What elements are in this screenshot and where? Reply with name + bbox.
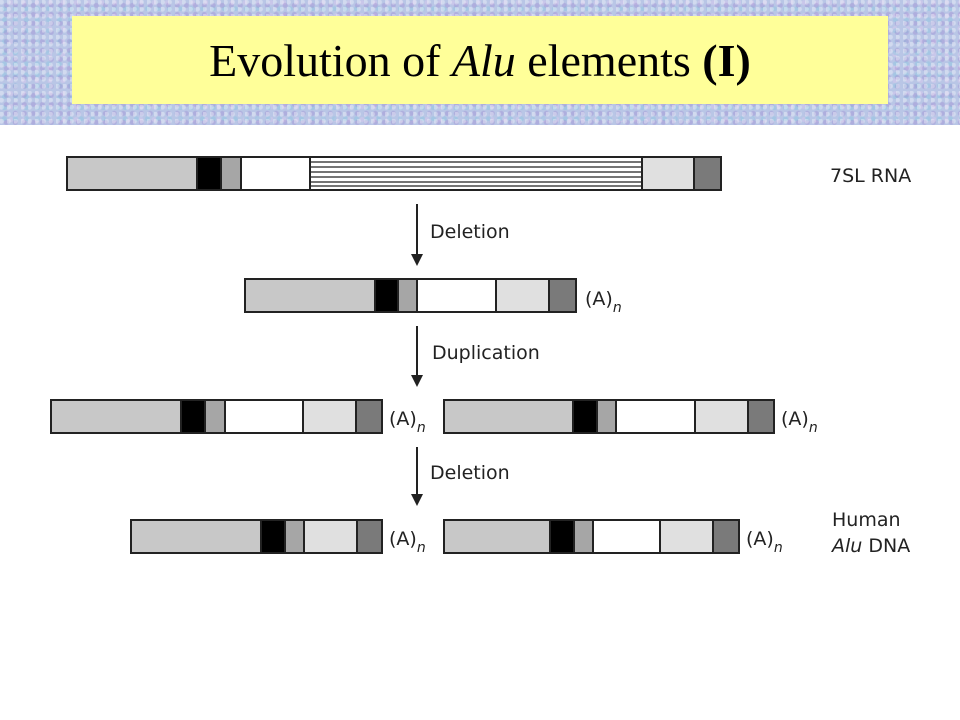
title-text-part: (I) bbox=[702, 34, 751, 86]
poly-a-tail-1: (A)n bbox=[585, 288, 622, 316]
human-alu-right-bar bbox=[443, 519, 740, 554]
label-deletion-2: Deletion bbox=[430, 462, 510, 484]
title-text-alu: Alu bbox=[451, 34, 516, 86]
label-human: Human bbox=[832, 509, 901, 531]
title-text-1: Evolution of bbox=[209, 34, 441, 86]
label-7sl-rna: 7SL RNA bbox=[830, 165, 911, 187]
poly-a-tail-4: (A)n bbox=[389, 528, 426, 556]
segment-white bbox=[240, 156, 311, 191]
arrow-duplication bbox=[411, 326, 423, 387]
alu-monomer-bar bbox=[244, 278, 577, 313]
label-deletion-1: Deletion bbox=[430, 221, 510, 243]
segment-mid-gray bbox=[220, 156, 242, 191]
poly-a-tail-3: (A)n bbox=[781, 408, 818, 436]
slide-title: Evolution of Alu elements (I) bbox=[72, 16, 888, 104]
segment-light-gray bbox=[66, 156, 198, 191]
segment-black bbox=[196, 156, 222, 191]
deleted-region-stripes bbox=[310, 161, 642, 187]
arrow-deletion-2 bbox=[411, 447, 423, 506]
label-alu-dna: Alu DNA bbox=[830, 535, 910, 557]
title-text-2: elements bbox=[527, 34, 691, 86]
rna-7sl-bar bbox=[66, 156, 722, 191]
alu-dimer-right-bar bbox=[443, 399, 775, 434]
segment-dark-gray bbox=[693, 156, 722, 191]
label-duplication: Duplication bbox=[432, 342, 540, 364]
poly-a-tail-2: (A)n bbox=[389, 408, 426, 436]
human-alu-left-bar bbox=[130, 519, 383, 554]
arrow-deletion-1 bbox=[411, 204, 423, 266]
segment-pale-gray bbox=[641, 156, 695, 191]
poly-a-tail-5: (A)n bbox=[746, 528, 783, 556]
alu-dimer-left-bar bbox=[50, 399, 383, 434]
